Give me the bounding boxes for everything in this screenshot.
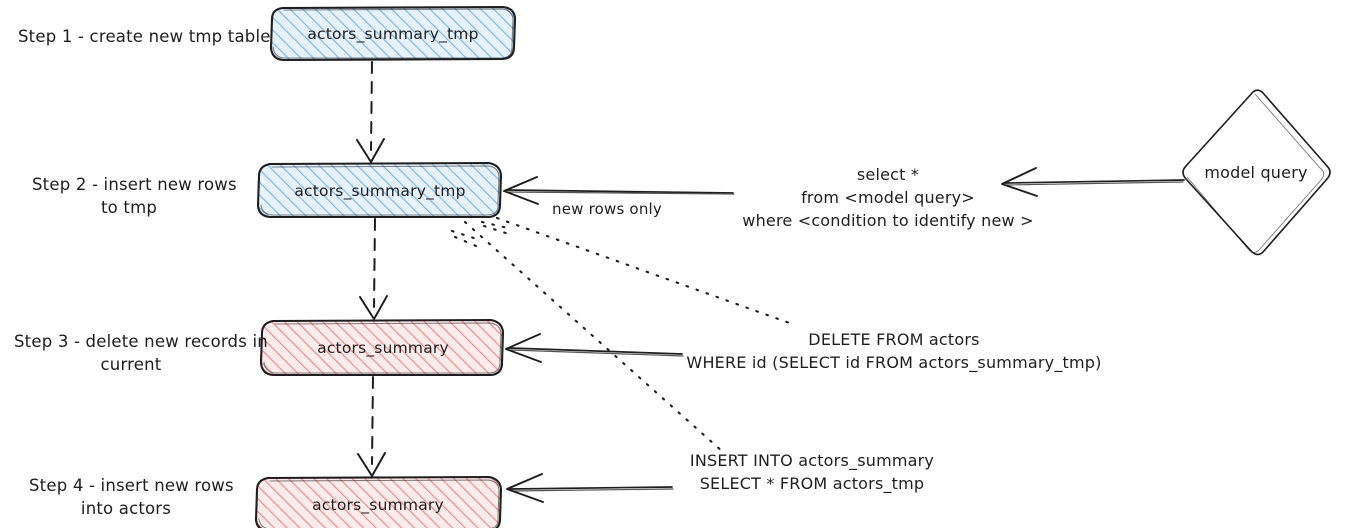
dotted-leader-fan-a [450, 229, 482, 242]
arrowhead-down-icon [356, 138, 385, 163]
sql-block-model-query: select * from <model query> where <condi… [742, 165, 1033, 230]
connector-node3-to-node4 [357, 376, 386, 477]
node-label: actors_summary [312, 496, 444, 515]
arrowhead-left-icon [506, 473, 544, 503]
step-label-3-line-1: current [101, 355, 162, 374]
node-shape-sketch-overstroke [260, 165, 500, 216]
step-label-4-line-0: Step 4 - insert new rows [29, 476, 234, 495]
node-shape [269, 5, 517, 62]
arrow-new-rows-only [503, 176, 735, 205]
dotted-leader-fan-b [482, 224, 514, 237]
step-label-4: Step 4 - insert new rows into actors [29, 476, 234, 518]
arrowhead-left-icon [503, 176, 539, 205]
model-query-sql-line-0: select * [857, 165, 919, 184]
edge-label-new-rows-only: new rows only [552, 200, 662, 218]
arrow-line [509, 486, 673, 490]
diamond-shape [1182, 89, 1331, 256]
arrowhead-down-icon [359, 295, 388, 320]
node-label: actors_summary_tmp [307, 25, 478, 44]
model-query-sql-line-1: from <model query> [801, 188, 975, 207]
node-actors-summary-1[interactable]: actors_summary [259, 318, 505, 377]
node-label: actors_summary_tmp [294, 182, 465, 201]
arrow-line-sketch [1005, 181, 1184, 186]
diamond-label: model query [1204, 163, 1307, 182]
arrow-line [508, 347, 683, 355]
node-actors-summary-tmp-1[interactable]: actors_summary_tmp [269, 5, 517, 62]
dotted-line [495, 216, 797, 327]
dotted-line [463, 220, 725, 454]
dotted-leader-fan-a [480, 220, 510, 230]
sql-block-insert: INSERT INTO actors_summary SELECT * FROM… [690, 451, 934, 494]
step-label-2-line-1: to tmp [101, 198, 157, 217]
dotted-leader-node2-to-delete [480, 216, 797, 327]
model-query-sql-line-2: where <condition to identify new > [742, 211, 1033, 230]
step-label-1: Step 1 - create new tmp table [18, 27, 271, 46]
arrow-line-sketch [511, 488, 674, 492]
dotted-leader-fan-b [453, 235, 485, 251]
dashed-line [373, 218, 376, 308]
insert-sql-line-0: INSERT INTO actors_summary [690, 451, 934, 471]
step-label-4-line-1: into actors [81, 499, 171, 518]
node-actors-summary-tmp-2[interactable]: actors_summary_tmp [256, 161, 503, 219]
node-shape-sketch-overstroke [263, 322, 502, 374]
arrowhead-down-icon [357, 452, 386, 477]
step-label-1-line-0: Step 1 - create new tmp table [18, 27, 271, 46]
dotted-leader-node2-to-insert [450, 220, 725, 454]
step-label-3: Step 3 - delete new records in current [14, 332, 268, 374]
node-shape [256, 161, 503, 219]
step-label-3-line-0: Step 3 - delete new records in [14, 332, 268, 351]
sql-block-delete: DELETE FROM actors WHERE id (SELECT id F… [686, 330, 1101, 373]
arrow-model-query-to-sql [1001, 167, 1185, 197]
dashed-line [371, 376, 374, 465]
step-label-2: Step 2 - insert new rows to tmp [32, 175, 237, 217]
node-shape-sketch-overstroke [272, 8, 514, 59]
connector-node1-to-node2 [356, 61, 385, 163]
node-label: actors_summary [317, 339, 449, 358]
delete-sql-line-1: WHERE id (SELECT id FROM actors_summary_… [686, 353, 1101, 373]
arrow-line [1004, 179, 1185, 184]
arrow-line [505, 189, 734, 194]
arrow-insert-to-node4 [506, 473, 674, 503]
arrowhead-left-icon [505, 333, 542, 363]
arrow-line-sketch [510, 349, 684, 357]
arrow-delete-to-node3 [505, 333, 684, 363]
step-label-2-line-0: Step 2 - insert new rows [32, 175, 237, 194]
node-shape [254, 475, 503, 528]
arrow-line-sketch [507, 191, 735, 195]
dashed-line [370, 61, 373, 151]
delete-sql-line-0: DELETE FROM actors [808, 330, 979, 349]
connector-node2-to-node3 [359, 218, 388, 320]
node-actors-summary-2[interactable]: actors_summary [254, 475, 503, 528]
node-shape [259, 318, 505, 377]
arrowhead-left-icon [1001, 167, 1038, 197]
node-model-query-diamond[interactable]: model query [1182, 89, 1331, 256]
diamond-shape-sketch-overstroke [1186, 93, 1325, 253]
node-shape-sketch-overstroke [258, 479, 500, 528]
insert-sql-line-1: SELECT * FROM actors_tmp [700, 474, 925, 494]
